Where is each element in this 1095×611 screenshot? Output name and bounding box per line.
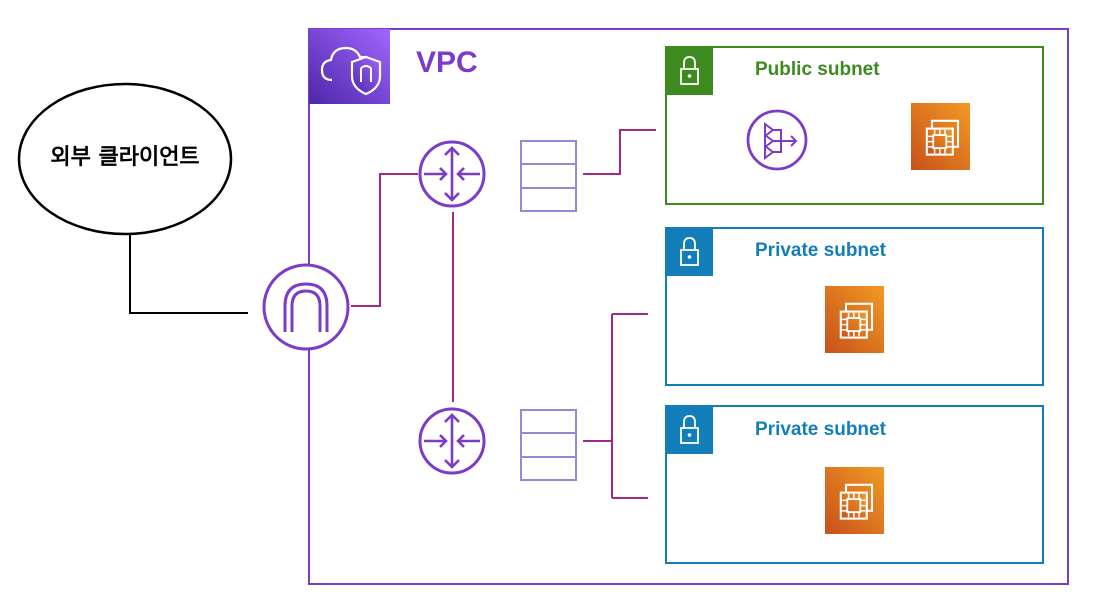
lock-icon	[666, 406, 713, 454]
ec2-instance-icon	[911, 103, 970, 170]
lock-icon	[666, 47, 713, 95]
internet-gateway-icon	[262, 263, 350, 351]
ec2-instance-icon	[825, 286, 884, 353]
route-table-icon	[520, 409, 577, 481]
rt2-private-connector	[583, 313, 648, 499]
private-subnet-1-border	[665, 227, 1044, 386]
vpc-cloud-shield-icon	[309, 29, 390, 104]
public-subnet-title: Public subnet	[755, 59, 880, 80]
rt1-public-connector	[583, 129, 656, 175]
client-connector	[129, 234, 248, 314]
public-subnet-border	[665, 46, 1044, 205]
router-icon	[418, 407, 486, 475]
vpc-title: VPC	[416, 46, 478, 79]
client-ellipse	[17, 82, 233, 236]
ec2-instance-icon	[825, 467, 884, 534]
router-icon	[418, 140, 486, 208]
route-table-icon	[520, 140, 577, 212]
private-subnet-1-title: Private subnet	[755, 240, 886, 261]
nat-gateway-icon	[746, 109, 808, 171]
private-subnet-2-title: Private subnet	[755, 419, 886, 440]
private-subnet-2-border	[665, 405, 1044, 564]
igw-router-connector	[351, 173, 418, 307]
client-label: 외부 클라이언트	[50, 145, 200, 170]
lock-icon	[666, 228, 713, 276]
